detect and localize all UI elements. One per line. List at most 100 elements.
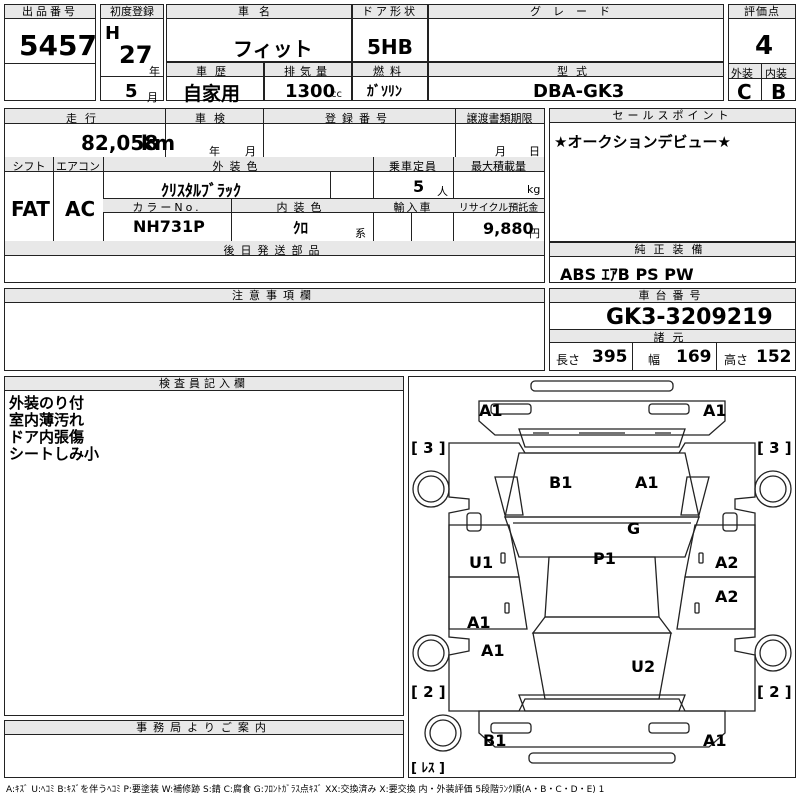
reg-month: 5	[125, 81, 138, 102]
width-label: 幅	[648, 353, 661, 367]
width-value: 169	[676, 347, 712, 367]
car-name: フィット	[233, 37, 313, 61]
displacement-label: 排気量	[284, 65, 332, 78]
exterior-grade: C	[737, 80, 752, 104]
mark-trunk: U2	[631, 657, 656, 676]
car-outline	[412, 380, 792, 764]
inspector-box: 検査員記入欄 外装のり付 室内薄汚れ ドア内張傷 シートしみ小	[4, 376, 404, 716]
mark-rear-left: B1	[483, 731, 507, 750]
grade-box: グレード	[428, 4, 724, 62]
reg-year: 27	[119, 41, 153, 69]
mileage-unit: km	[141, 131, 176, 155]
interior-color-value: ｸﾛ	[293, 219, 309, 237]
ac-label: エアコン	[56, 160, 100, 173]
lot-number: 5457	[19, 29, 97, 62]
length-label: 長さ	[556, 353, 581, 367]
door-box: ドア形状 5HB	[352, 4, 428, 62]
dims-label: 諸元	[653, 331, 692, 344]
month-unit: 月	[147, 91, 158, 104]
transfer-label: 譲渡書類期限	[466, 112, 533, 125]
grade-label: グレード	[429, 5, 723, 19]
capacity-value: 5	[413, 177, 425, 196]
score-label: 評価点	[729, 5, 795, 19]
interior-label: 内装	[765, 67, 787, 80]
door-type: 5HB	[367, 35, 413, 59]
chassis-label: 車台番号	[550, 289, 795, 303]
color-label: 外装色	[212, 160, 264, 173]
fuel-value: ｶﾞｿﾘﾝ	[367, 84, 402, 100]
displacement-value: 1300	[285, 81, 336, 102]
spec-box: 走行 車検 登録番号 譲渡書類期限 82,058 km 年 月 月 日 シフト …	[4, 108, 545, 283]
fuel-box: 燃料 ｶﾞｿﾘﾝ	[352, 62, 428, 101]
color-no-value: NH731P	[133, 217, 205, 236]
mark-roof: P1	[593, 549, 616, 568]
equipment-text: ABS ｴｱB PS PW	[560, 265, 694, 284]
mark-right-rear-door: A2	[715, 587, 739, 606]
height-value: 152	[756, 347, 792, 367]
chassis-number: GK3-3209219	[606, 305, 773, 330]
load-label: 最大積載量	[471, 160, 526, 173]
mark-hood-left: B1	[549, 473, 573, 492]
equipment-box: 純正装備 ABS ｴｱB PS PW	[549, 242, 796, 284]
displacement-unit: cc	[331, 89, 342, 100]
exterior-label: 外装	[731, 67, 753, 80]
history-label: 車歴	[196, 65, 234, 78]
history-box: 車歴 自家用	[166, 62, 264, 105]
displacement-box: 排気量 1300 cc	[264, 62, 352, 102]
mark-left-rear-quarter: A1	[481, 641, 505, 660]
notes-box: 注意事項欄	[4, 288, 545, 371]
mark-windshield: G	[627, 519, 641, 538]
car-name-label: 車名	[167, 5, 351, 19]
score-value: 4	[755, 31, 774, 61]
capacity-unit: 人	[437, 185, 448, 198]
lot-box: 出品番号 5457	[4, 4, 97, 101]
inspection-month-unit: 月	[245, 145, 256, 158]
year-unit: 年	[149, 65, 160, 78]
remark-line: 室内薄汚れ	[9, 411, 85, 429]
era: H	[105, 23, 121, 44]
door-label: ドア形状	[353, 5, 427, 19]
length-value: 395	[592, 347, 628, 367]
color-no-label: カラーNo.	[132, 201, 202, 214]
office-label: 事務局よりご案内	[5, 721, 403, 735]
later-parts-label: 後日発送部品	[223, 244, 326, 257]
color-value: ｸﾘｽﾀﾙﾌﾞﾗｯｸ	[161, 181, 242, 200]
inspection-year-unit: 年	[209, 145, 220, 158]
model-code-box: 型式 DBA-GK3	[428, 62, 724, 102]
mark-left-rear-door: A1	[467, 613, 491, 632]
interior-color-unit: 系	[355, 227, 366, 240]
interior-grade: B	[771, 80, 787, 104]
spare-tire-label: [ ﾚｽ ]	[411, 761, 445, 776]
sales-point-label: セールスポイント	[550, 109, 795, 123]
sales-point-text: ★オークションデビュー★	[554, 133, 731, 151]
mark-front-left: A1	[479, 401, 503, 420]
first-reg-box: 初度登録 H 27 年 5 月	[100, 4, 164, 104]
mark-hood-right: A1	[635, 473, 659, 492]
recycle-label: リサイクル預託金	[458, 203, 539, 214]
import-label: 輸入車	[393, 201, 433, 214]
car-name-box: 車名 フィット	[166, 4, 352, 62]
tire-rl-depth: [ 2 ]	[411, 683, 446, 701]
remark-line: ドア内張傷	[9, 428, 85, 446]
history-value: 自家用	[183, 83, 241, 105]
shift-value: FAT	[11, 197, 50, 221]
inspector-label: 検査員記入欄	[5, 377, 403, 391]
transfer-day-unit: 日	[529, 145, 540, 158]
load-unit: kg	[527, 183, 541, 196]
tire-fl-depth: [ 3 ]	[411, 439, 446, 457]
capacity-label: 乗車定員	[389, 160, 437, 173]
remark-line: シートしみ小	[9, 445, 100, 463]
recycle-value: 9,880	[483, 219, 534, 238]
chassis-box: 車台番号 GK3-3209219 諸元 長さ 395 幅 169 高さ 152	[549, 288, 796, 371]
mark-right-front-door: A2	[715, 553, 739, 572]
tire-rr-depth: [ 2 ]	[757, 683, 792, 701]
mark-left-front-door: U1	[469, 553, 494, 572]
height-label: 高さ	[724, 353, 749, 367]
remark-line: 外装のり付	[9, 394, 85, 412]
recycle-unit: 円	[529, 227, 540, 240]
notes-label: 注意事項欄	[5, 289, 544, 303]
lot-label: 出品番号	[5, 5, 95, 19]
model-code-value: DBA-GK3	[533, 81, 625, 102]
mark-rear-right: A1	[703, 731, 727, 750]
damage-legend: A:ｷｽﾞ U:ﾍｺﾐ B:ｷｽﾞを伴うﾍｺﾐ P:要塗装 W:補修跡 S:錆 …	[6, 785, 605, 795]
